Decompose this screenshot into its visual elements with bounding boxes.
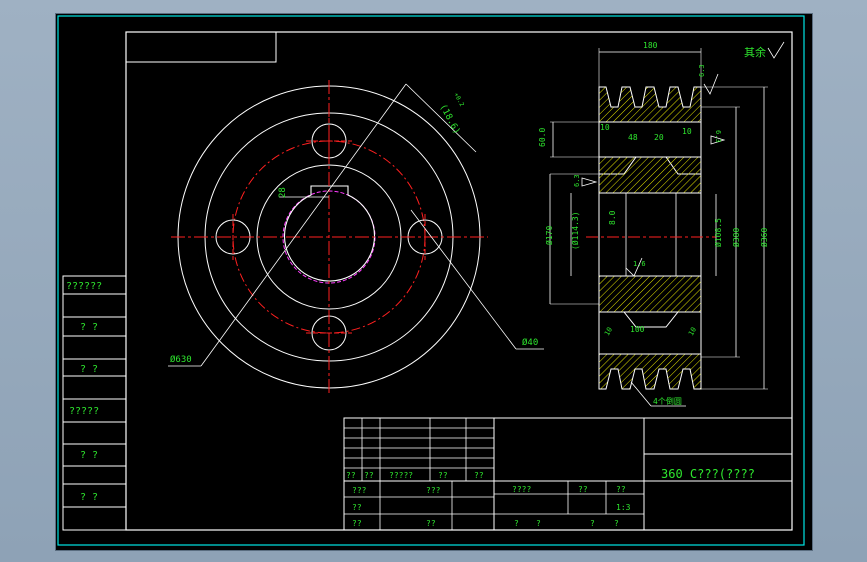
roughness-left: 6.3 — [573, 174, 581, 187]
bottom-hub-section — [598, 275, 702, 313]
dim-10b: 10 — [682, 127, 692, 136]
tb-mid-1: ???? — [512, 485, 531, 494]
tb-bottom-3: ? — [590, 519, 595, 528]
roughness-symbol-right — [710, 135, 726, 145]
roughness-top: 6.3 — [698, 64, 706, 77]
dim-leader-hole — [410, 209, 517, 350]
cad-drawing: ?????? ? ? ? ? ????? ? ? ? ? Ø6 — [57, 15, 805, 546]
dim-hole-label: Ø40 — [522, 337, 538, 348]
tb-row-3: ????? — [389, 471, 413, 480]
side-label-2: ? ? — [80, 322, 98, 333]
tb-bottom-4: ? — [614, 519, 619, 528]
dim-20: 20 — [654, 133, 664, 142]
corner-note: 其余 — [744, 45, 766, 59]
tb-mid-2: ?? — [578, 485, 588, 494]
dim-outer-label: Ø630 — [170, 354, 192, 365]
tb-label-1: ??? — [352, 486, 367, 495]
top-hub-section — [598, 156, 702, 194]
front-view: Ø630 Ø40 (18.6) +0.2 28 — [168, 80, 544, 394]
side-label-6: ? ? — [80, 492, 98, 503]
tb-row-2: ?? — [364, 471, 374, 480]
dim-key-label: 28 — [278, 187, 288, 198]
side-label-1: ?????? — [66, 281, 102, 292]
roughness-symbol-mid — [625, 257, 643, 277]
bottom-rim-section — [598, 353, 702, 390]
tb-bottom-2: ? — [536, 519, 541, 528]
dim-10c: 10 — [603, 326, 614, 337]
dim-leader-outer — [200, 83, 407, 367]
tb-label-3: ?? — [352, 503, 362, 512]
outer-frame — [57, 15, 805, 546]
side-label-5: ? ? — [80, 450, 98, 461]
side-label-4: ????? — [69, 406, 99, 417]
drawing-viewport[interactable]: ?????? ? ? ? ? ????? ? ? ? ? Ø6 — [55, 13, 813, 551]
dim-360: Ø360 — [759, 228, 769, 247]
roughness-symbol-left — [581, 177, 598, 187]
tb-row-4: ?? — [438, 471, 448, 480]
tb-label-2: ??? — [426, 486, 441, 495]
bottom-web — [598, 311, 702, 355]
dim-100: 100 — [630, 325, 645, 334]
side-label-column: ?????? ? ? ? ? ????? ? ? ? ? — [62, 275, 127, 531]
dim-10d: 10 — [687, 326, 698, 337]
top-left-box — [125, 31, 277, 63]
dim-radius-label: (18.6) — [437, 103, 461, 136]
tb-scale: 1:3 — [616, 503, 631, 512]
dim-108: Ø108.5 — [713, 218, 723, 247]
dim-10a: 10 — [600, 123, 610, 132]
side-label-3: ? ? — [80, 364, 98, 375]
tb-label-4: ?? — [352, 519, 362, 528]
tb-row-5: ?? — [474, 471, 484, 480]
tb-mid-3: ?? — [616, 485, 626, 494]
dim-380: Ø380 — [731, 228, 741, 247]
drawing-title: 360 C???(???? — [661, 467, 755, 481]
dim-bore: 8.0 — [608, 210, 617, 225]
leader-note: 4个倒圆 — [653, 396, 682, 406]
dim-170: Ø170 — [544, 226, 554, 245]
tb-bottom-1: ? — [514, 519, 519, 528]
roughness-symbol-top — [703, 73, 719, 95]
roughness-mid: 1.6 — [633, 260, 646, 268]
dim-radius-sub: +0.2 — [452, 92, 465, 108]
bore-with-keyway — [283, 185, 376, 282]
corner-roughness-icon — [767, 41, 785, 59]
dim-top-width: 180 — [643, 41, 658, 50]
roughness-right: 6.3 — [714, 130, 722, 143]
dim-48: 48 — [628, 133, 638, 142]
tb-row-1: ?? — [346, 471, 356, 480]
top-rim-section — [598, 86, 702, 123]
tb-label-5: ?? — [426, 519, 436, 528]
dim-left: 60.0 — [538, 128, 547, 147]
section-view: 180 60.0 10 48 20 10 Ø170 (Ø114.3) 8.0 Ø… — [538, 41, 785, 407]
title-block: ?? ?? ????? ?? ?? ??? ??? ?? ?? ?? ???? … — [343, 417, 793, 531]
dim-114: (Ø114.3) — [570, 211, 580, 250]
